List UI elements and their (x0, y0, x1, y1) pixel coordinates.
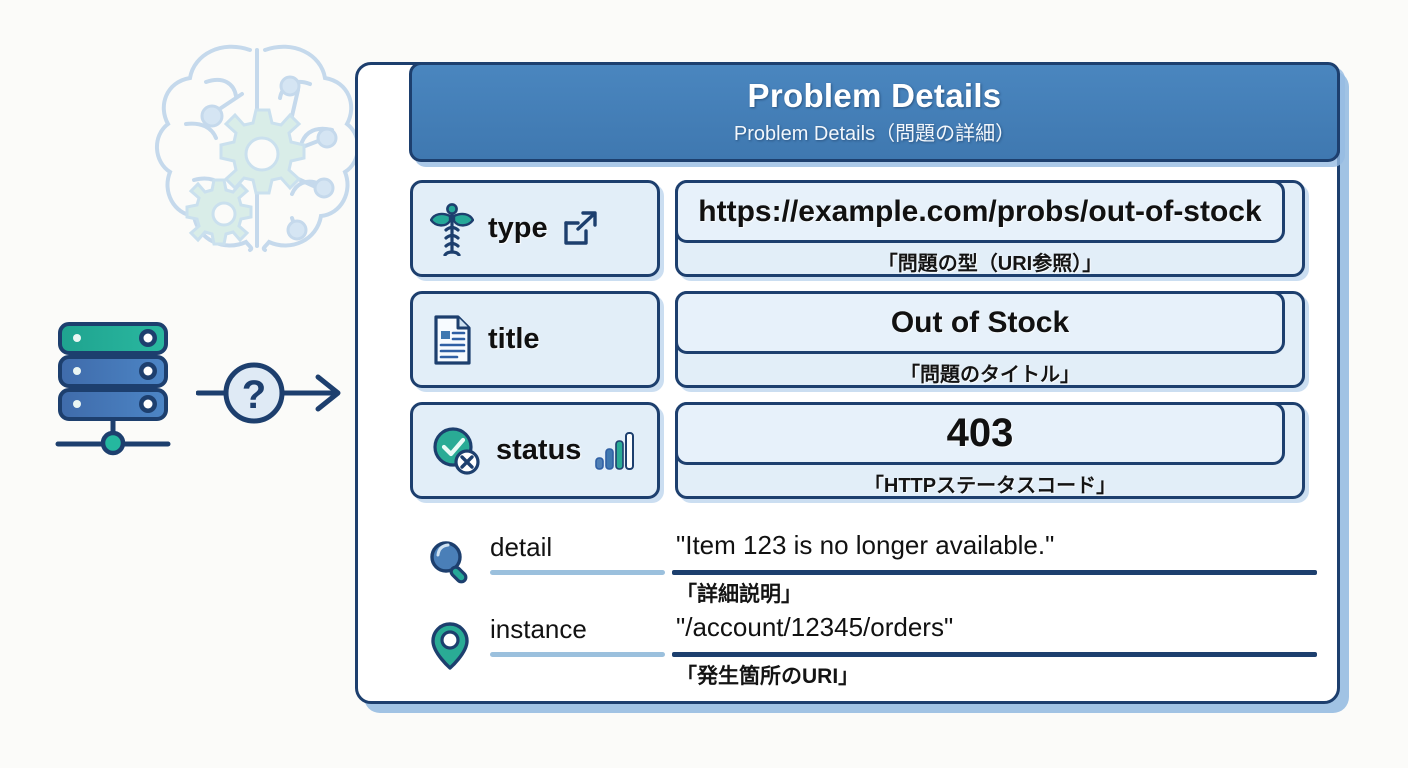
page-title: Problem Details (747, 76, 1002, 114)
server-stack-icon (52, 318, 192, 458)
label-underline (490, 570, 665, 575)
field-label-text: detail (490, 532, 553, 562)
card-header: Problem Details Problem Details（問題の詳細） (409, 62, 1340, 162)
brain-gears-icon (150, 28, 365, 268)
field-label-text: status (496, 434, 582, 466)
bar-chart-icon (593, 431, 635, 471)
field-value-box-status: 403 「HTTPステータスコード」 (675, 402, 1305, 499)
field-value-main: Out of Stock (675, 291, 1285, 354)
page-subtitle: Problem Details（問題の詳細） (733, 123, 1016, 146)
magnifier-icon (426, 538, 476, 593)
check-circle-x-icon (430, 425, 482, 477)
field-label-text: type (488, 212, 548, 244)
field-label-text: instance (490, 614, 587, 644)
field-value-text: "Item 123 is no longer available." (676, 530, 1055, 560)
field-value-text: "/account/12345/orders" (676, 612, 954, 642)
field-label-text: title (488, 323, 540, 355)
field-label-box-type[interactable]: type (410, 180, 660, 277)
field-value-text: Out of Stock (890, 305, 1070, 339)
field-row-title: title Out of Stock 「問題のタイトル」 (410, 291, 1305, 388)
field-value-text: 403 (946, 411, 1014, 455)
question-mark-circle-icon: ? (195, 355, 346, 431)
field-label-box-title[interactable]: title (410, 291, 660, 388)
field-value-main: 403 (675, 402, 1285, 465)
field-value-jp: 「発生箇所のURI」 (676, 665, 860, 688)
document-icon (430, 314, 474, 366)
field-value-jp: 「問題のタイトル」 (900, 363, 1080, 386)
value-underline (672, 652, 1317, 657)
field-value-jp: 「HTTPステータスコード」 (863, 474, 1117, 497)
field-row-type: type https://example.com/probs/out-of-st… (410, 180, 1305, 277)
caduceus-icon (430, 202, 474, 256)
field-value-box-title: Out of Stock 「問題のタイトル」 (675, 291, 1305, 388)
label-underline (490, 652, 665, 657)
value-underline (672, 570, 1317, 575)
field-value-text: https://example.com/probs/out-of-stock (698, 194, 1262, 228)
field-value-main: https://example.com/probs/out-of-stock (675, 180, 1285, 243)
field-row-detail: detail "Item 123 is no longer available.… (418, 528, 1317, 620)
field-value-jp: 「問題の型（URI参照）」 (877, 252, 1103, 275)
svg-text:?: ? (242, 373, 266, 417)
field-row-status: status 403 「HTTPステータスコード」 (410, 402, 1305, 499)
location-pin-icon (426, 620, 476, 677)
field-value-box-type: https://example.com/probs/out-of-stock 「… (675, 180, 1305, 277)
field-label-box-status[interactable]: status (410, 402, 660, 499)
field-row-instance: instance "/account/12345/orders" 「発生箇所のU… (418, 610, 1317, 702)
external-link-icon[interactable] (560, 209, 600, 249)
field-value-jp: 「詳細説明」 (676, 583, 802, 606)
